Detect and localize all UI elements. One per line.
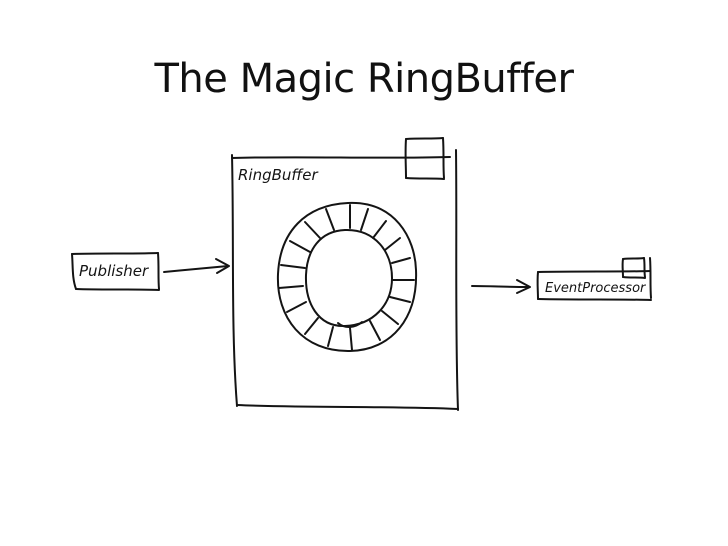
eventprocessor-label: EventProcessor: [545, 281, 647, 296]
slide-title: The Magic RingBuffer: [154, 56, 574, 102]
ringbuffer-box: RingBuffer: [231, 149, 459, 411]
ringbuffer-to-eventprocessor-arrow: [471, 279, 531, 294]
ringbuffer-label: RingBuffer: [238, 166, 318, 184]
publisher-box: Publisher: [71, 252, 160, 291]
ring-slot-dividers: [278, 204, 415, 351]
eventprocessor-box: EventProcessor: [536, 257, 652, 301]
eventprocessor-sequence-box: [621, 257, 646, 279]
ring-shape: [276, 201, 418, 353]
ringbuffer-sequence-box: [404, 137, 445, 180]
publisher-label: Publisher: [79, 262, 149, 280]
publisher-to-ringbuffer-arrow: [163, 258, 230, 274]
